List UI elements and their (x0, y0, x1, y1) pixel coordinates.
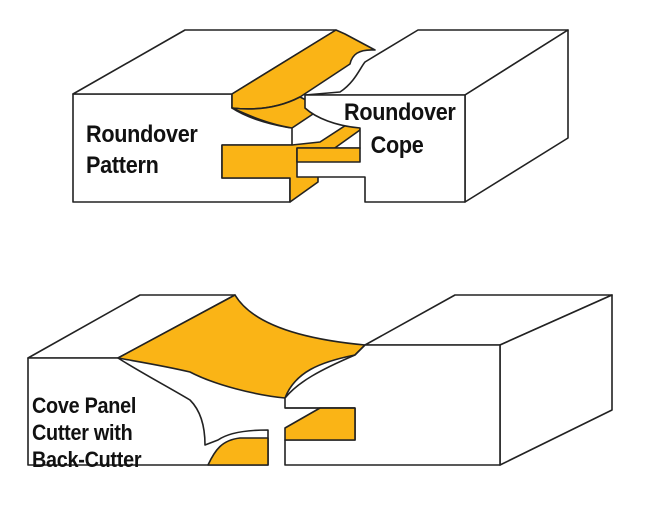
cope-label-line-2: Cope (370, 132, 424, 159)
cope-block-front (296, 94, 466, 203)
roundover-joint (72, 29, 569, 203)
pattern-label-line-1: Roundover (86, 121, 198, 148)
cope-block-top (304, 29, 569, 96)
cove-panel-cutter-label: Cove Panel Cutter with Back-Cutter (32, 392, 142, 473)
pattern-label-line-2: Pattern (86, 152, 159, 179)
cove-label-line-3: Back-Cutter (32, 447, 142, 472)
cove-joint (27, 294, 613, 466)
cope-block-front-2 (284, 344, 501, 466)
roundover-pattern-label: Roundover Pattern (86, 119, 198, 181)
back-cutter-profile (207, 437, 269, 466)
cope-tongue-profile (284, 407, 356, 441)
cope-step (296, 147, 361, 163)
roundover-cope-label: Roundover Cope (344, 96, 456, 162)
cope-label-line-1: Roundover (344, 99, 456, 126)
cove-block-front (27, 357, 269, 466)
cove-profile-face (117, 294, 366, 399)
cove-label-line-1: Cove Panel (32, 393, 137, 418)
cove-label-line-2: Cutter with (32, 420, 133, 445)
